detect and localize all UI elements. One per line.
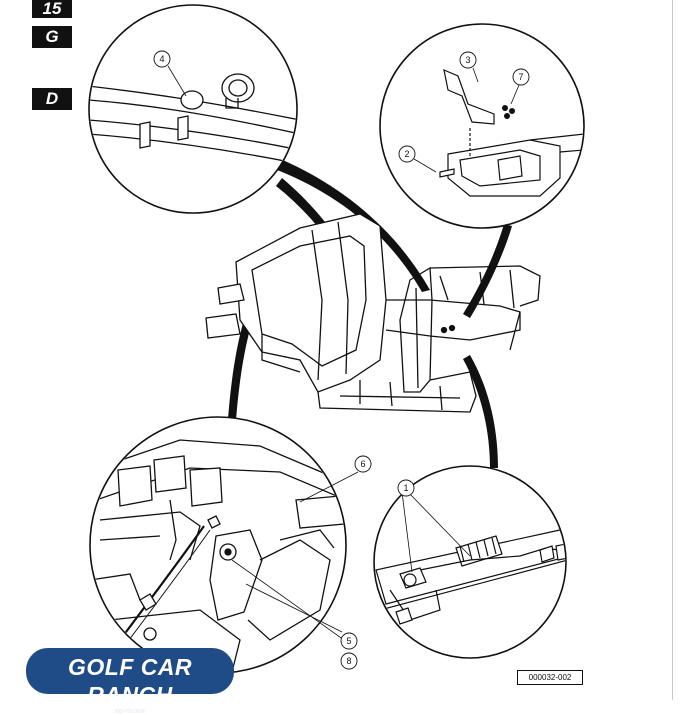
logo-phone: 903-769-3600	[114, 709, 146, 715]
callout-5-circle	[340, 632, 358, 650]
callout-7-circle	[512, 68, 530, 86]
vehicle-frame-drawing	[205, 213, 541, 413]
logo-name: GOLF CAR RANCH	[67, 654, 193, 708]
golf-car-ranch-logo: GOLF CAR RANCH 903-769-3600	[26, 648, 234, 715]
callout-4-label: 4	[159, 54, 164, 64]
parts-illustration: 4 3 7 2 6 1 5 8	[88, 4, 585, 674]
callout-2-label: 2	[404, 149, 409, 159]
section-number-tab: 15	[32, 0, 72, 18]
callout-8-label: 8	[346, 656, 351, 666]
callout-7-label: 7	[518, 72, 523, 82]
callout-8-circle	[340, 652, 358, 670]
callout-4-circle	[153, 50, 171, 68]
callout-3-label: 3	[465, 55, 470, 65]
callout-1-label: 1	[403, 483, 408, 493]
callout-1-circle	[397, 479, 415, 497]
callout-2-circle	[398, 145, 416, 163]
section-letter-tab: G	[32, 26, 72, 48]
callout-6-circle	[354, 455, 372, 473]
callout-5-label: 5	[346, 636, 351, 646]
callout-6-label: 6	[360, 459, 365, 469]
detail-circle-bracket	[379, 23, 585, 229]
manual-page: 15 G D	[26, 0, 673, 715]
figure-id-label: 000032-002	[517, 670, 583, 685]
callout-3-circle	[459, 51, 477, 69]
detail-circle-cable-end	[373, 465, 567, 659]
variant-letter-tab: D	[32, 88, 72, 110]
page-edge-rule	[672, 0, 673, 700]
detail-circle-pedal-assembly	[89, 416, 372, 674]
detail-circle-harness-clip	[88, 4, 298, 214]
